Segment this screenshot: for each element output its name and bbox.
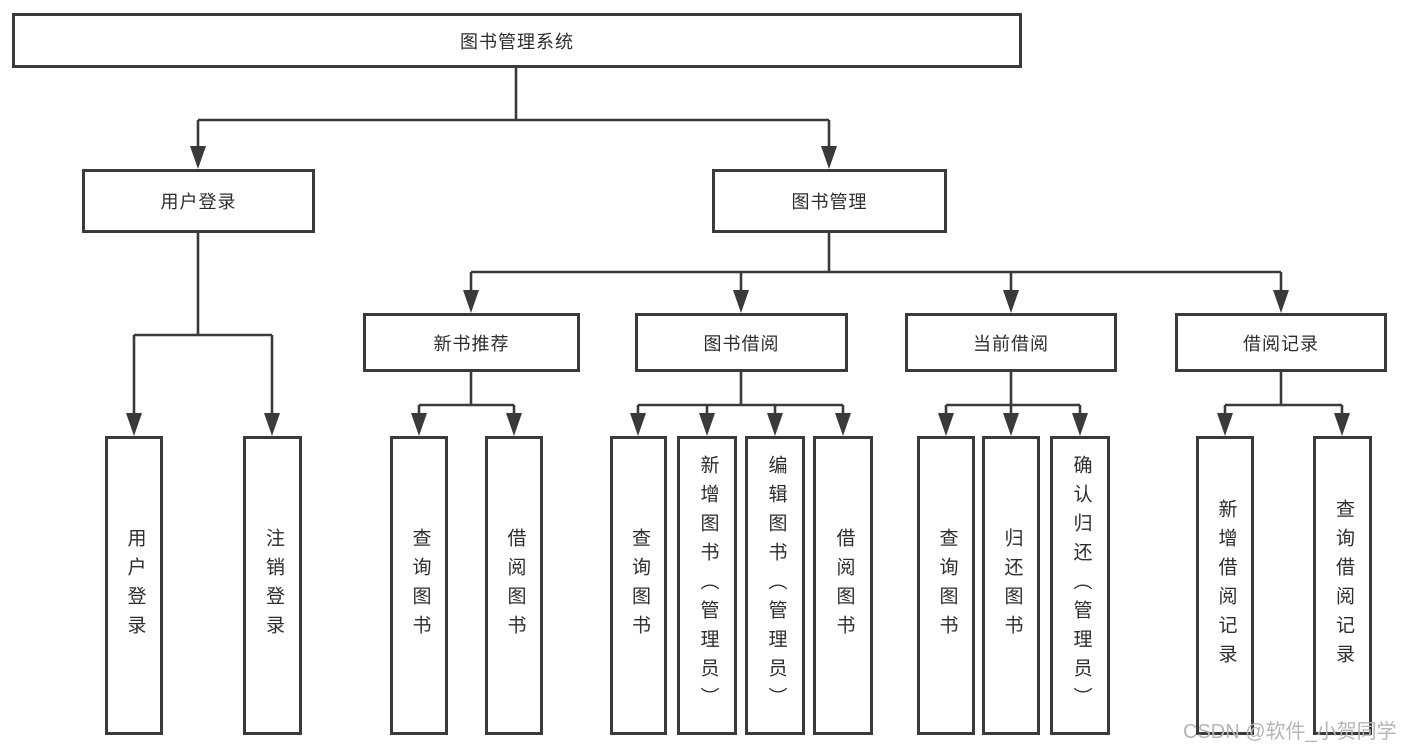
node-label: 查询图书 <box>628 527 650 644</box>
node-label: 图书借阅 <box>703 333 780 354</box>
leaf-add-borrow-record: 新增借阅记录 <box>1196 436 1254 735</box>
node-label: 确认归还（管理员） <box>1070 455 1092 716</box>
node-label: 借阅记录 <box>1243 333 1319 354</box>
node-label: 编辑图书（管理员） <box>765 455 787 716</box>
node-label: 借阅图书 <box>504 527 526 644</box>
node-label: 新增图书（管理员） <box>697 455 719 716</box>
leaf-borrow-books-recommend: 借阅图书 <box>485 436 543 735</box>
node-book-borrowing: 图书借阅 <box>635 313 848 372</box>
node-label: 用户登录 <box>124 527 146 644</box>
node-label: 归还图书 <box>1001 527 1023 644</box>
leaf-add-book-admin: 新增图书（管理员） <box>677 436 737 735</box>
node-label: 当前借阅 <box>973 333 1049 354</box>
node-label: 查询图书 <box>409 527 431 644</box>
node-new-book-recommend: 新书推荐 <box>363 313 580 372</box>
node-label: 用户登录 <box>160 192 237 212</box>
leaf-borrow-books-borrowing: 借阅图书 <box>813 436 873 735</box>
leaf-query-borrow-record: 查询借阅记录 <box>1313 436 1372 735</box>
node-label: 新增借阅记录 <box>1215 498 1237 673</box>
node-label: 注销登录 <box>262 527 284 644</box>
leaf-query-books-borrowing: 查询图书 <box>610 436 667 735</box>
leaf-query-books-current: 查询图书 <box>917 436 975 735</box>
leaf-user-login: 用户登录 <box>105 436 163 735</box>
node-label: 查询借阅记录 <box>1332 498 1354 673</box>
node-book-management-branch: 图书管理 <box>712 169 947 233</box>
node-current-borrowing: 当前借阅 <box>905 313 1117 372</box>
csdn-watermark: CSDN @软件_小贺同学 <box>1183 721 1397 743</box>
leaf-query-books-recommend: 查询图书 <box>390 436 448 735</box>
node-user-login-branch: 用户登录 <box>82 169 315 233</box>
node-label: 新书推荐 <box>433 333 510 354</box>
node-root-system: 图书管理系统 <box>12 13 1022 68</box>
leaf-edit-book-admin: 编辑图书（管理员） <box>745 436 805 735</box>
leaf-confirm-return-admin: 确认归还（管理员） <box>1050 436 1110 735</box>
node-label: 借阅图书 <box>833 527 855 644</box>
node-label: 图书管理 <box>791 192 868 212</box>
leaf-logout: 注销登录 <box>243 436 302 735</box>
node-label: 查询图书 <box>936 527 958 644</box>
node-label: 图书管理系统 <box>460 31 574 52</box>
node-borrowing-records: 借阅记录 <box>1175 313 1387 372</box>
leaf-return-book: 归还图书 <box>982 436 1040 735</box>
